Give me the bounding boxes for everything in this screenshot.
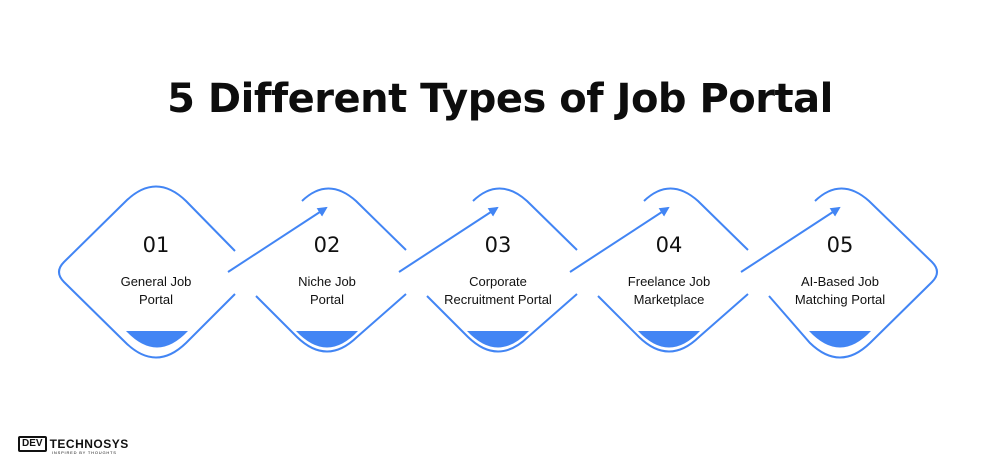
connector-arrow-1 — [227, 206, 328, 273]
step-label-1-line2: Portal — [139, 292, 173, 307]
step-number-1: 01 — [142, 233, 170, 257]
step-label-4: Freelance Job Marketplace — [594, 273, 744, 309]
step-number-5: 05 — [826, 233, 854, 257]
step-label-5-line1: AI-Based Job — [800, 274, 880, 289]
logo-tagline: INSPIRED BY THOUGHTS — [52, 450, 117, 455]
step-label-1: General Job Portal — [81, 273, 231, 309]
step-label-5-line2: Matching Portal — [794, 292, 886, 307]
step-label-3-line2: Recruitment Portal — [444, 292, 552, 307]
step-label-3: Corporate Recruitment Portal — [423, 273, 573, 309]
step-diamond-4 — [597, 187, 749, 353]
step-label-4-line1: Freelance Job — [627, 274, 711, 289]
step-number-4: 04 — [655, 233, 683, 257]
page-title: 5 Different Types of Job Portal — [167, 76, 833, 122]
step-diamond-2 — [255, 187, 407, 353]
step-diamond-3 — [426, 187, 578, 353]
step-label-2-line1: Niche Job — [298, 274, 356, 289]
step-label-3-line1: Corporate — [469, 274, 527, 289]
step-diamond-5 — [768, 187, 938, 359]
step-number-2: 02 — [313, 233, 341, 257]
logo-mark: DEV — [18, 436, 47, 452]
connector-arrow-2 — [398, 206, 499, 273]
connector-arrow-3 — [569, 206, 670, 273]
step-label-1-line1: General Job — [120, 274, 192, 289]
step-label-2: Niche Job Portal — [252, 273, 402, 309]
logo-brand: TECHNOSYS — [49, 437, 129, 451]
step-label-2-line2: Portal — [310, 292, 344, 307]
connector-arrow-4 — [740, 206, 841, 273]
step-number-3: 03 — [484, 233, 512, 257]
step-label-4-line2: Marketplace — [633, 292, 705, 307]
step-label-5: AI-Based Job Matching Portal — [765, 273, 915, 309]
company-logo: DEV TECHNOSYS INSPIRED BY THOUGHTS — [18, 436, 129, 455]
step-diamond-1 — [58, 185, 236, 359]
